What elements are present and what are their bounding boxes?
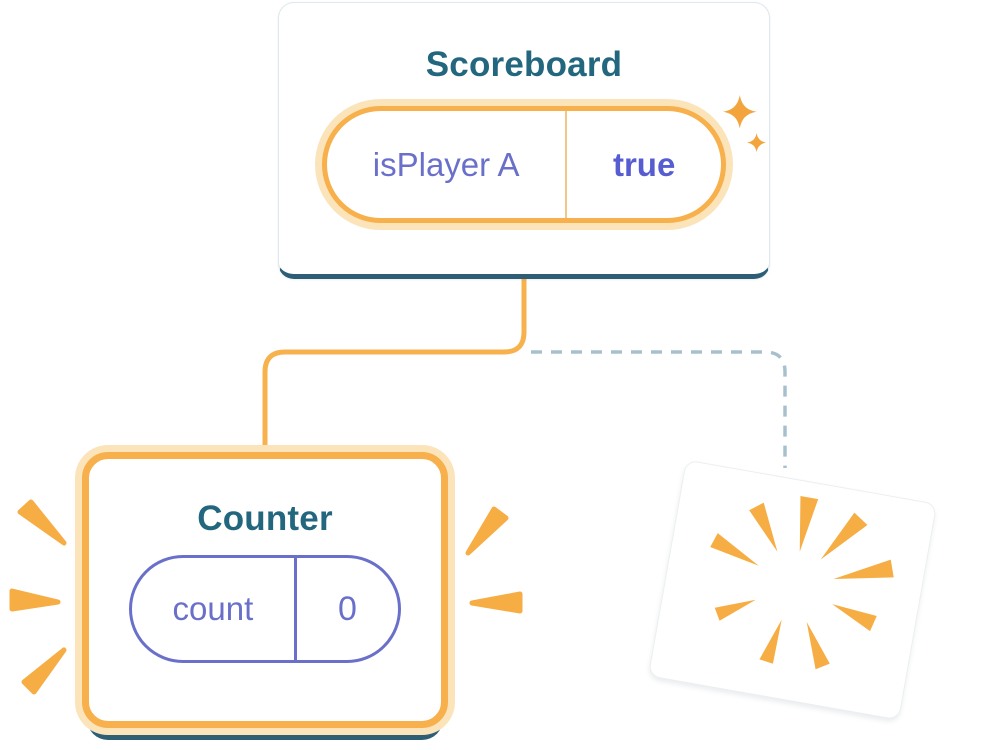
emphasis-marks-left (9, 499, 67, 695)
dashed-connector-line (531, 350, 787, 468)
sparkle-large (723, 95, 757, 129)
scoreboard-title: Scoreboard (425, 45, 623, 84)
state-name: count (172, 590, 254, 627)
emphasis-mark (465, 506, 509, 556)
burst-ray (806, 621, 830, 670)
solid-connector-line (262, 262, 527, 470)
poof-card (647, 459, 938, 721)
sparkle-small (747, 133, 767, 153)
emphasis-marks-right (465, 506, 523, 614)
burst-ray (759, 619, 782, 664)
poof-burst-icon (710, 495, 894, 670)
burst-ray (799, 495, 819, 552)
burst-ray (710, 533, 759, 566)
scoreboard-card: Scoreboard isPlayer A true (278, 2, 770, 279)
scoreboard-prop-pill: isPlayer A true (322, 106, 726, 223)
burst-ray (833, 559, 894, 579)
emphasis-mark (9, 588, 61, 612)
emphasis-mark (17, 499, 67, 546)
sparkle-icon (723, 95, 767, 153)
counter-card: Counter count 0 (82, 452, 448, 728)
counter-title: Counter (197, 499, 333, 538)
state-value: 0 (293, 558, 398, 660)
prop-value: true (565, 111, 721, 218)
counter-state-pill: count 0 (129, 555, 401, 663)
burst-ray (832, 604, 877, 632)
burst-ray (820, 512, 868, 560)
prop-name: isPlayer A (372, 145, 520, 183)
burst-ray (714, 599, 756, 621)
burst-ray (749, 502, 778, 552)
emphasis-mark (469, 591, 523, 614)
emphasis-mark (21, 647, 67, 695)
